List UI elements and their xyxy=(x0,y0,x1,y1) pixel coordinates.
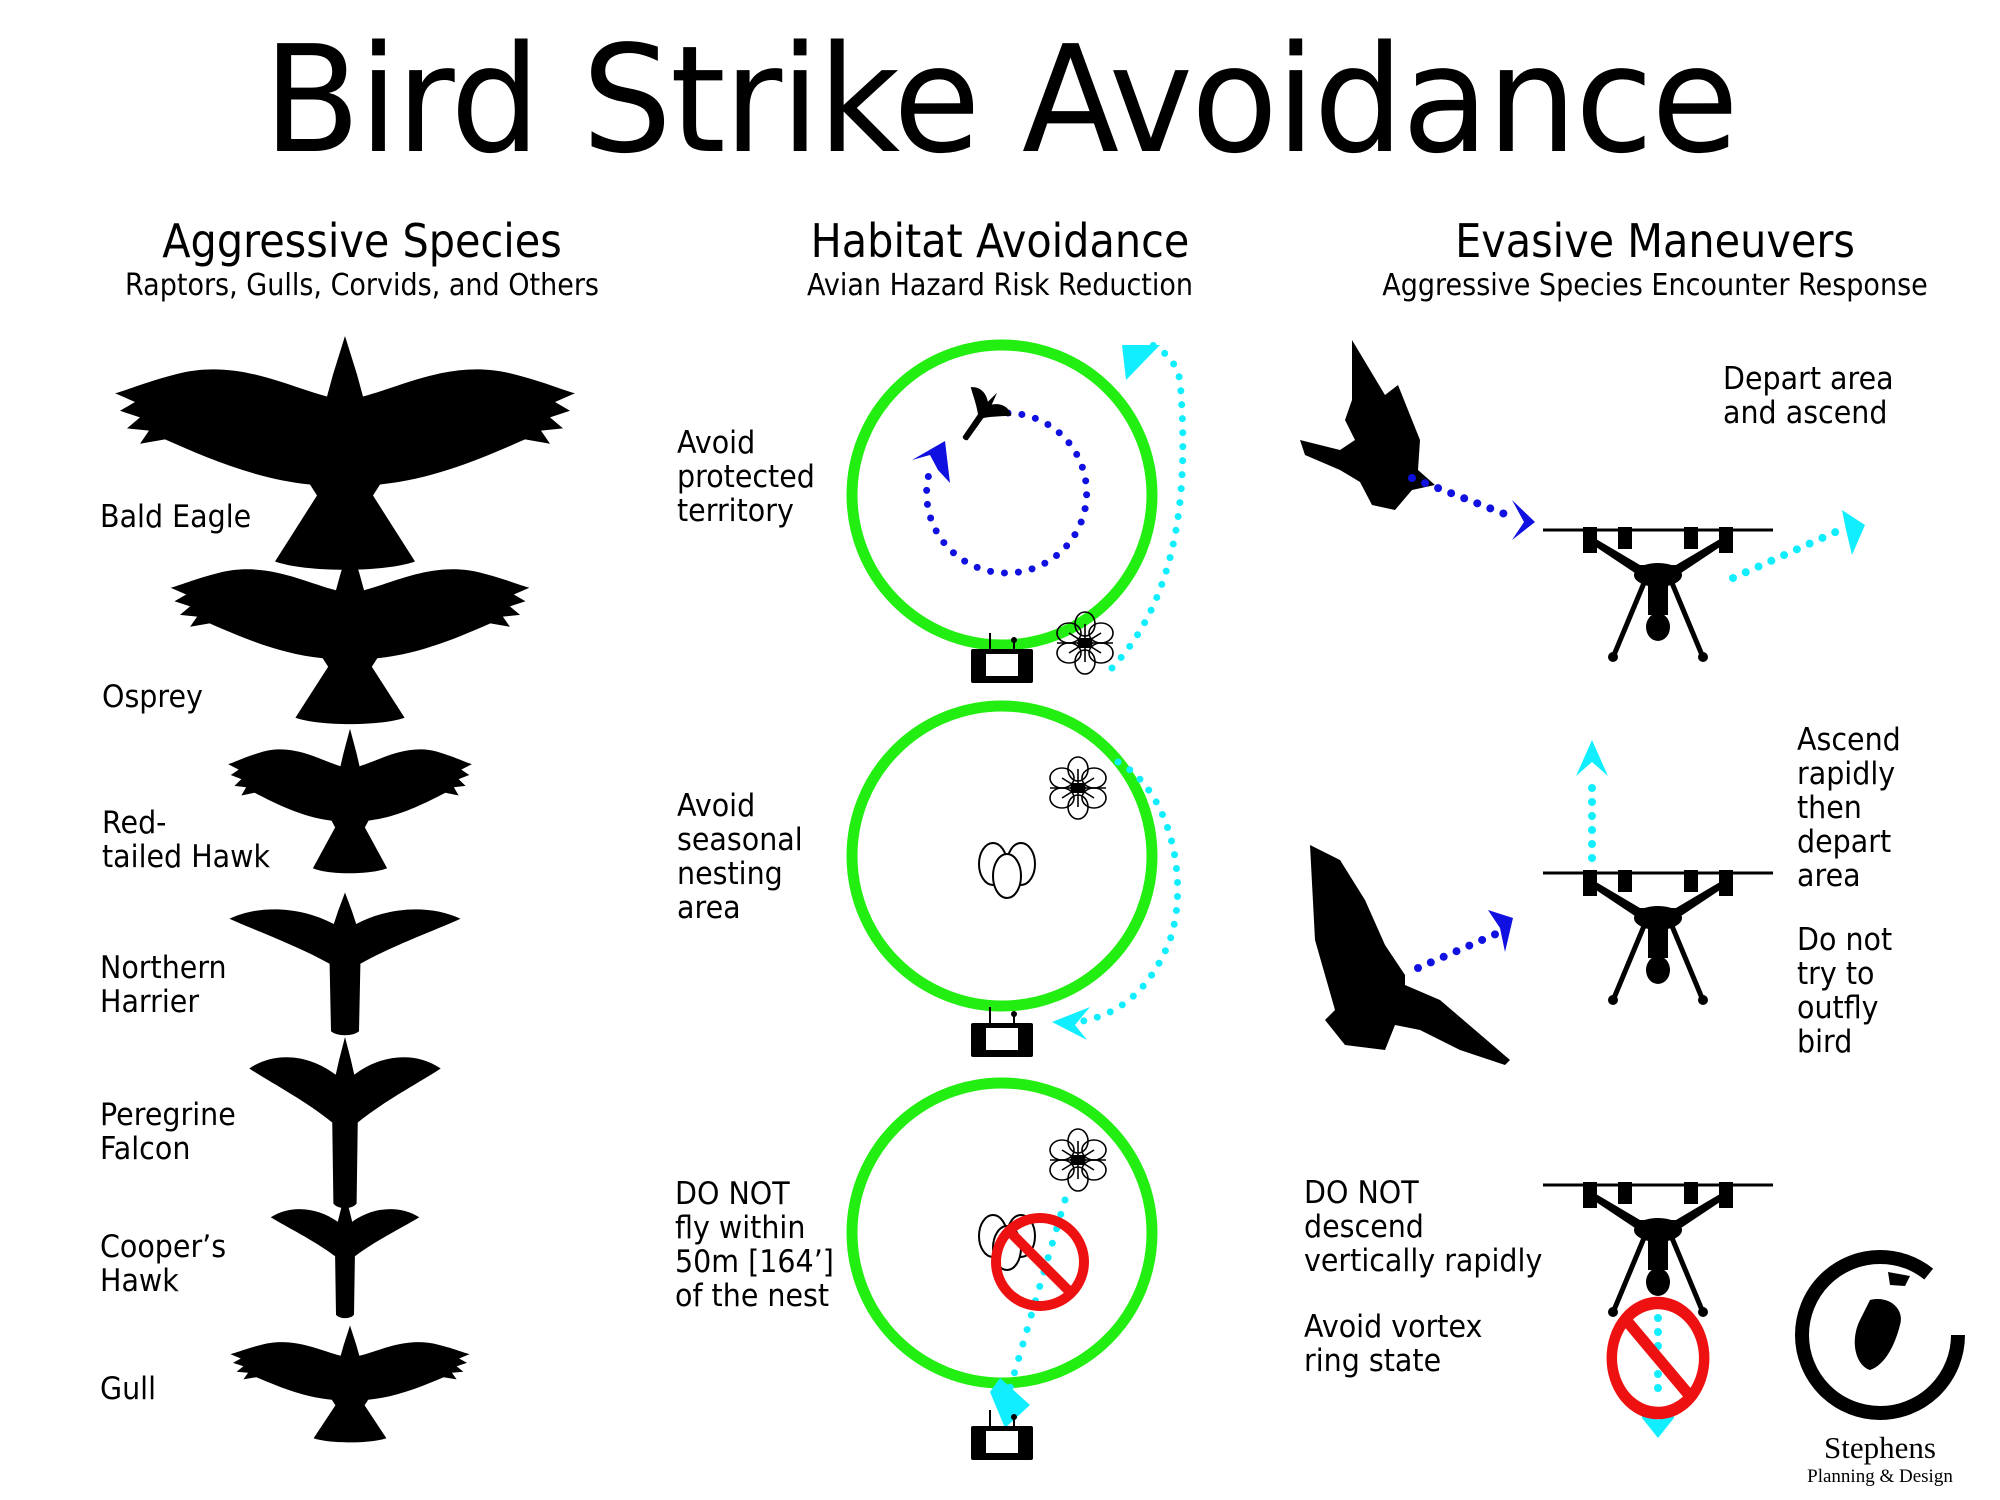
drone-side-icon xyxy=(1543,870,1773,1005)
remote-controller-icon xyxy=(970,1006,1034,1058)
section-subtitle-habitat-avoidance: Avian Hazard Risk Reduction xyxy=(806,268,1194,303)
bird-attack-path xyxy=(1414,910,1513,972)
section-subtitle-evasive-maneuvers: Aggressive Species Encounter Response xyxy=(1382,268,1928,303)
hawk-icon xyxy=(944,378,1018,454)
bird-attack-path xyxy=(1408,474,1535,540)
company-logo-icon xyxy=(1795,1250,1965,1420)
gull-silhouette-icon xyxy=(230,1325,470,1443)
section-title-evasive-maneuvers: Evasive Maneuvers xyxy=(1455,214,1855,268)
protected-territory-zone xyxy=(846,339,1158,651)
logo-name: Stephens xyxy=(1824,1430,1936,1465)
species-label-gull: Gull xyxy=(100,1371,157,1407)
coopers-hawk-silhouette-icon xyxy=(270,1194,420,1319)
species-label-osprey: Osprey xyxy=(102,679,203,715)
section-title-habitat-avoidance: Habitat Avoidance xyxy=(810,214,1190,268)
drone-top-icon xyxy=(1049,1128,1107,1192)
nesting-area-zone xyxy=(846,700,1158,1012)
drone-side-icon xyxy=(1543,527,1773,662)
species-label-bald-eagle: Bald Eagle xyxy=(100,499,252,535)
drone-return-path xyxy=(1052,758,1182,1040)
drone-escape-path xyxy=(1729,510,1865,582)
drone-top-icon xyxy=(1049,756,1107,820)
northern-harrier-silhouette-icon xyxy=(229,892,461,1036)
species-label-red-tailed-hawk: Red-tailed Hawk xyxy=(102,805,271,875)
attacking-eagle-icon xyxy=(1300,340,1435,510)
logo-tagline: Planning & Design xyxy=(1807,1466,1953,1487)
peregrine-falcon-silhouette-icon xyxy=(249,1037,441,1209)
drone-ascend-path xyxy=(1576,740,1608,862)
page-title: Bird Strike Avoidance xyxy=(263,14,1739,186)
section-title-aggressive-species: Aggressive Species xyxy=(162,214,562,268)
drone-direct-path xyxy=(990,1196,1069,1428)
osprey-silhouette-icon xyxy=(170,543,530,725)
attacking-hawk-icon xyxy=(1310,845,1510,1065)
eggs-icon xyxy=(978,842,1036,899)
drone-departure-path xyxy=(1108,336,1187,672)
bird-circling-path xyxy=(912,409,1091,577)
section-subtitle-aggressive-species: Raptors, Gulls, Corvids, and Others xyxy=(125,268,599,303)
